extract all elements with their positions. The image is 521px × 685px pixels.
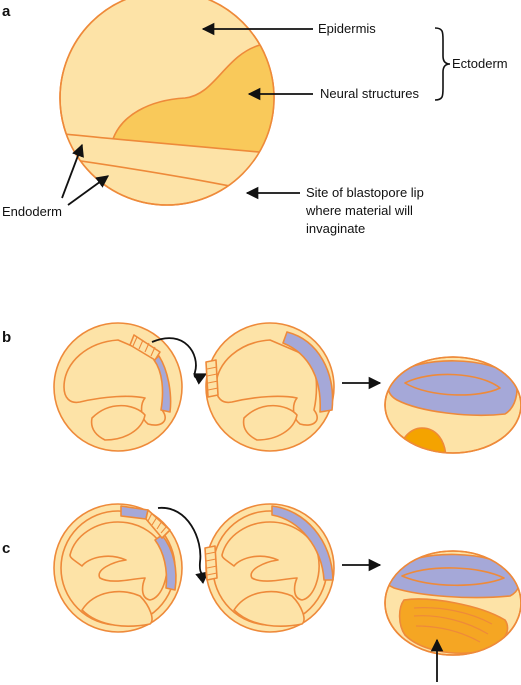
neural-plate-c2 xyxy=(271,505,334,581)
blastopore-label-line2: where material will xyxy=(305,203,413,218)
panel-label-b: b xyxy=(2,329,11,346)
blastopore-label-line1: Site of blastopore lip xyxy=(306,185,424,200)
fate-map-sphere xyxy=(59,0,275,206)
gastrula-b1 xyxy=(53,322,183,452)
secondary-embryo-b xyxy=(384,356,521,454)
panel-label-c: c xyxy=(2,540,10,557)
panel-label-a: a xyxy=(2,3,11,20)
endoderm-label: Endoderm xyxy=(2,204,62,219)
neural-structures-label: Neural structures xyxy=(320,86,419,101)
neural-plate-c1 xyxy=(120,505,149,520)
gastrula-c2 xyxy=(204,503,335,633)
ectoderm-brace xyxy=(434,27,451,101)
blastopore-label-line3: invaginate xyxy=(306,221,365,236)
transfer-arrow-c xyxy=(157,507,209,585)
endoderm-arrow-1 xyxy=(61,143,84,199)
graft-stripes-c2 xyxy=(204,545,218,581)
neural-plate-b1 xyxy=(153,355,172,413)
epidermis-label: Epidermis xyxy=(318,21,376,36)
gastrula-b2 xyxy=(205,322,335,452)
transfer-arrow-b xyxy=(151,337,208,385)
endoderm-arrow-2 xyxy=(67,175,110,206)
neural-tube-b3 xyxy=(387,360,518,417)
secondary-embryo-c xyxy=(384,550,521,656)
neural-plate-c1-side xyxy=(154,534,177,591)
ectoderm-label: Ectoderm xyxy=(452,56,508,71)
neural-tube-c3 xyxy=(385,553,521,599)
gastrula-c1 xyxy=(53,503,183,633)
neural-plate-b2 xyxy=(282,331,334,413)
graft-stripes-b2 xyxy=(205,359,219,398)
striped-zone-c1 xyxy=(145,509,171,539)
